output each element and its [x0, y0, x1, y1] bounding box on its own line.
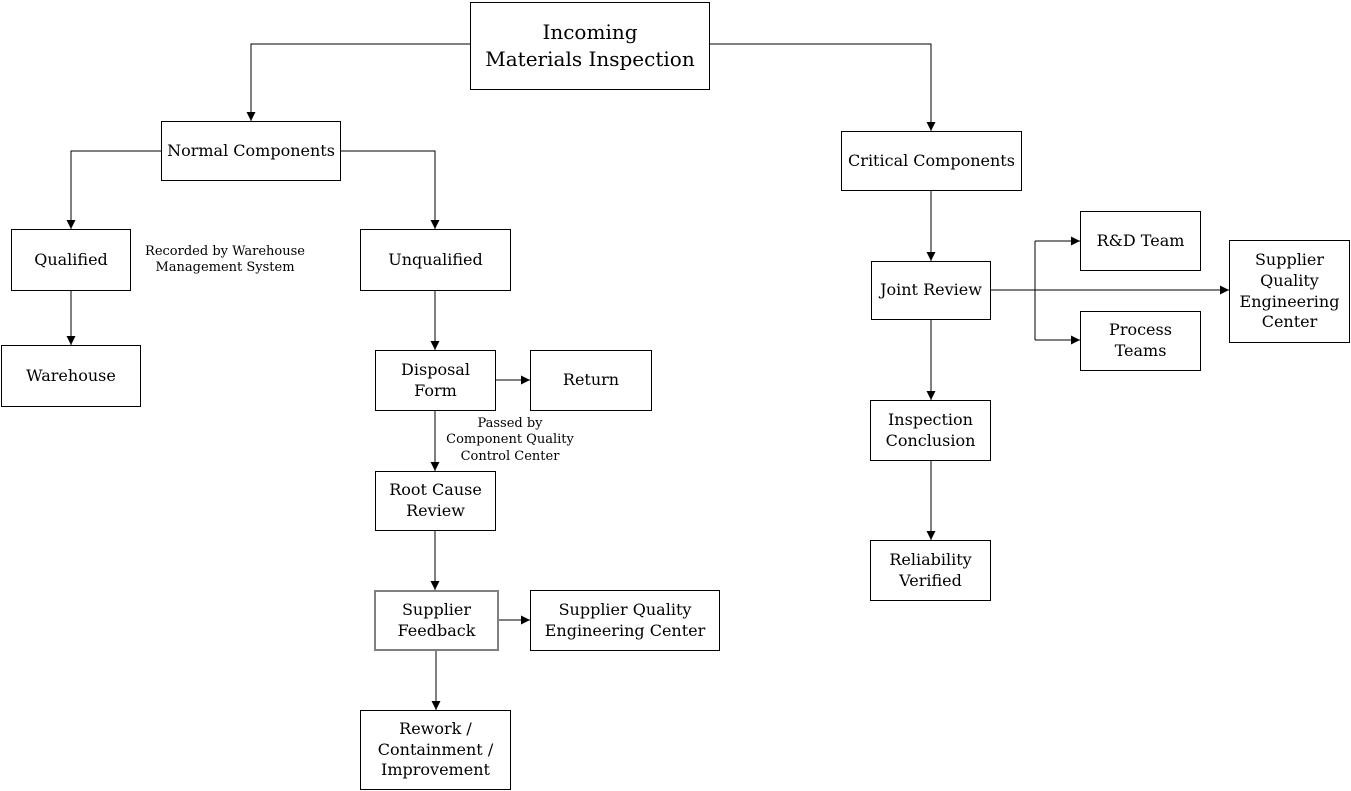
- node-qualified: Qualified: [11, 229, 131, 291]
- node-root-cause-review: Root Cause Review: [375, 471, 496, 531]
- node-inspection-conclusion: Inspection Conclusion: [870, 400, 991, 461]
- annotation-recorded-by-warehouse: Recorded by Warehouse Management System: [145, 244, 305, 276]
- edge-incoming-to-critical: [710, 43, 936, 131]
- node-supplier-quality-engineering-center-right: Supplier Quality Engineering Center: [1229, 240, 1350, 343]
- annotation-passed-by-component-quality: Passed by Component Quality Control Cent…: [446, 416, 574, 464]
- edge-normal-to-unqualified: [341, 150, 440, 229]
- node-disposal-form: Disposal Form: [375, 350, 496, 411]
- node-process-teams: Process Teams: [1080, 311, 1201, 371]
- node-supplier-feedback: Supplier Feedback: [374, 590, 499, 651]
- node-critical-components: Critical Components: [841, 131, 1022, 191]
- node-unqualified: Unqualified: [360, 229, 511, 291]
- node-reliability-verified: Reliability Verified: [870, 540, 991, 601]
- node-joint-review: Joint Review: [871, 261, 991, 320]
- edge-incoming-to-normal: [246, 43, 470, 121]
- node-rd-team: R&D Team: [1080, 211, 1201, 271]
- node-warehouse: Warehouse: [1, 345, 141, 407]
- node-rework-containment-improvement: Rework / Containment / Improvement: [360, 710, 511, 790]
- node-return: Return: [530, 350, 652, 411]
- node-incoming-materials-inspection: Incoming Materials Inspection: [470, 2, 710, 90]
- node-supplier-quality-engineering-center-left: Supplier Quality Engineering Center: [530, 590, 720, 651]
- edge-normal-to-qualified: [66, 150, 161, 229]
- node-normal-components: Normal Components: [161, 121, 341, 181]
